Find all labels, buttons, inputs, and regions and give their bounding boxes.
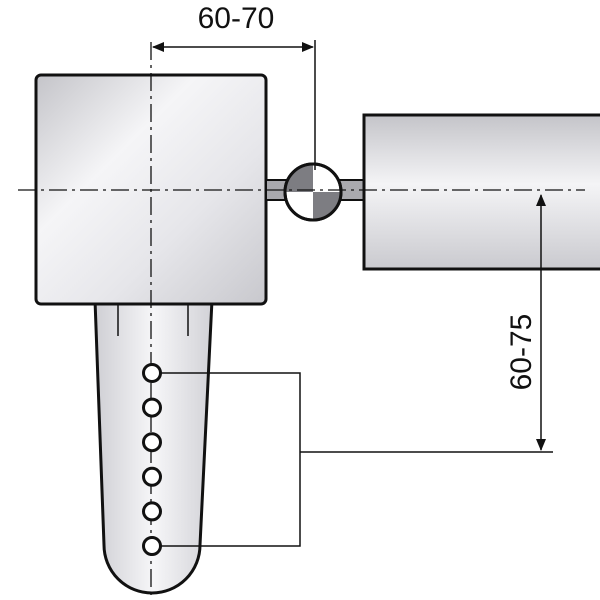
dimension-label-vertical: 60-75 [505, 314, 538, 391]
adjustment-hole [142, 501, 162, 522]
adjustment-hole [142, 363, 162, 383]
ball-joint [283, 162, 343, 222]
dimension-vertical: 60-75 [505, 194, 546, 451]
cylinder-body [362, 113, 600, 271]
dimension-horizontal: 60-70 [152, 2, 316, 170]
adjustment-hole [142, 466, 162, 487]
dimension-label-horizontal: 60-70 [198, 2, 275, 35]
adjustment-hole [142, 432, 162, 453]
center-lines [18, 42, 585, 598]
adjustment-hole [142, 536, 162, 556]
adjustment-hole [142, 397, 162, 418]
adjustment-holes [142, 363, 162, 556]
hole-bracket [152, 372, 553, 547]
